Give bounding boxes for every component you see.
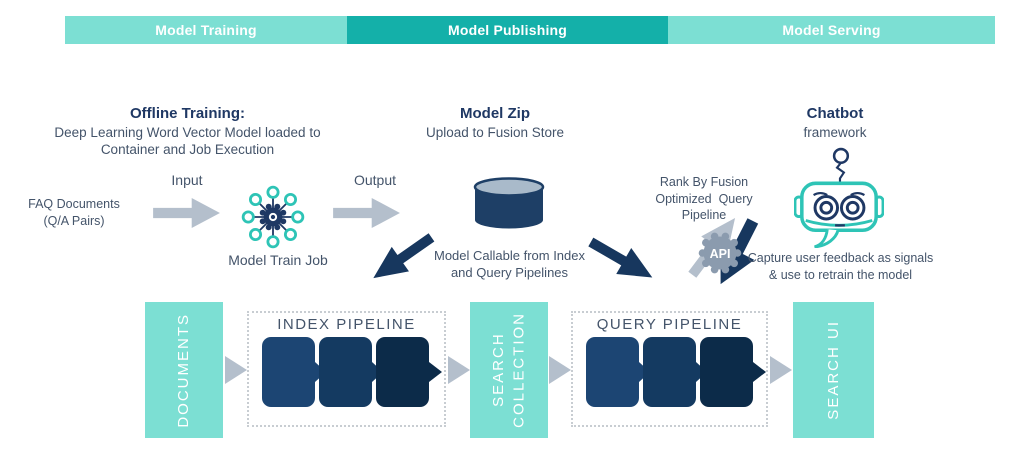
chatbot-title: Chatbot bbox=[806, 105, 864, 122]
search-ui-label: SEARCH UI bbox=[824, 320, 842, 420]
feedback-note-block: Capture user feedback as signals & use t… bbox=[738, 250, 943, 283]
api-gear-label: API bbox=[710, 247, 731, 261]
flow-arrow-icon bbox=[549, 356, 571, 384]
phase-bar-model-training: Model Training bbox=[65, 16, 347, 44]
documents-label: DOCUMENTS bbox=[175, 312, 192, 428]
arrow-to-query-pipeline-icon bbox=[565, 217, 679, 302]
offline-training-block: Offline Training: Deep Learning Word Vec… bbox=[35, 104, 340, 159]
input-arrow-icon bbox=[153, 197, 221, 229]
faq-documents-label-block: FAQ Documents (Q/A Pairs) bbox=[15, 196, 133, 229]
model-zip-subtitle: Upload to Fusion Store bbox=[425, 124, 565, 140]
pipeline-stage-block bbox=[586, 337, 639, 407]
api-gear-icon: API bbox=[697, 230, 743, 276]
pipeline-stage-block bbox=[319, 337, 372, 407]
model-zip-title: Model Zip bbox=[460, 105, 530, 122]
pipeline-stage-block bbox=[643, 337, 696, 407]
arrow-to-index-pipeline-icon bbox=[347, 213, 457, 304]
phase-label: Model Training bbox=[155, 22, 257, 38]
index-pipeline-box: INDEX PIPELINE bbox=[247, 311, 446, 427]
phase-bar-model-serving: Model Serving bbox=[668, 16, 995, 44]
input-label: Input bbox=[171, 172, 203, 188]
pipeline-stage-block bbox=[700, 337, 753, 407]
documents-box: DOCUMENTS bbox=[145, 302, 223, 438]
flow-arrow-icon bbox=[225, 356, 247, 384]
pipeline-stage-block bbox=[262, 337, 315, 407]
phase-label: Model Serving bbox=[782, 22, 881, 38]
rank-by-fusion-note: Rank By Fusion Optimized Query Pipeline bbox=[655, 175, 753, 222]
capture-feedback-note: Capture user feedback as signals & use t… bbox=[747, 251, 934, 282]
index-pipeline-label: INDEX PIPELINE bbox=[277, 316, 416, 333]
model-callable-note-block: Model Callable from Index and Query Pipe… bbox=[422, 247, 597, 281]
stage-chevron-icon bbox=[753, 362, 766, 382]
model-zip-block: Model Zip Upload to Fusion Store bbox=[395, 104, 595, 141]
fusion-store-cylinder-icon bbox=[472, 177, 546, 231]
model-callable-note: Model Callable from Index and Query Pipe… bbox=[433, 248, 586, 281]
output-arrow-icon bbox=[332, 197, 402, 229]
chatbot-robot-icon bbox=[794, 146, 884, 248]
faq-documents-label: FAQ Documents (Q/A Pairs) bbox=[28, 197, 120, 228]
output-label: Output bbox=[353, 172, 397, 188]
chatbot-subtitle: framework bbox=[803, 124, 867, 140]
search-collection-label: SEARCH COLLECTION bbox=[489, 312, 527, 428]
rank-note-block: Rank By Fusion Optimized Query Pipeline bbox=[633, 174, 775, 224]
model-train-job-icon bbox=[240, 184, 306, 250]
query-pipeline-label: QUERY PIPELINE bbox=[596, 316, 743, 333]
query-pipeline-box: QUERY PIPELINE bbox=[571, 311, 768, 427]
pipeline-stage-block bbox=[376, 337, 429, 407]
phase-label: Model Publishing bbox=[447, 22, 568, 38]
phase-bar-model-publishing: Model Publishing bbox=[347, 16, 668, 44]
offline-training-title: Offline Training: bbox=[130, 105, 245, 122]
offline-training-subtitle: Deep Learning Word Vector Model loaded t… bbox=[54, 124, 321, 158]
model-train-job-label: Model Train Job bbox=[228, 252, 328, 268]
search-collection-box: SEARCH COLLECTION bbox=[470, 302, 548, 438]
flow-arrow-icon bbox=[770, 356, 792, 384]
search-ui-box: SEARCH UI bbox=[793, 302, 874, 438]
flow-arrow-icon bbox=[448, 356, 470, 384]
chatbot-block: Chatbot framework bbox=[775, 104, 895, 141]
stage-chevron-icon bbox=[429, 362, 442, 382]
